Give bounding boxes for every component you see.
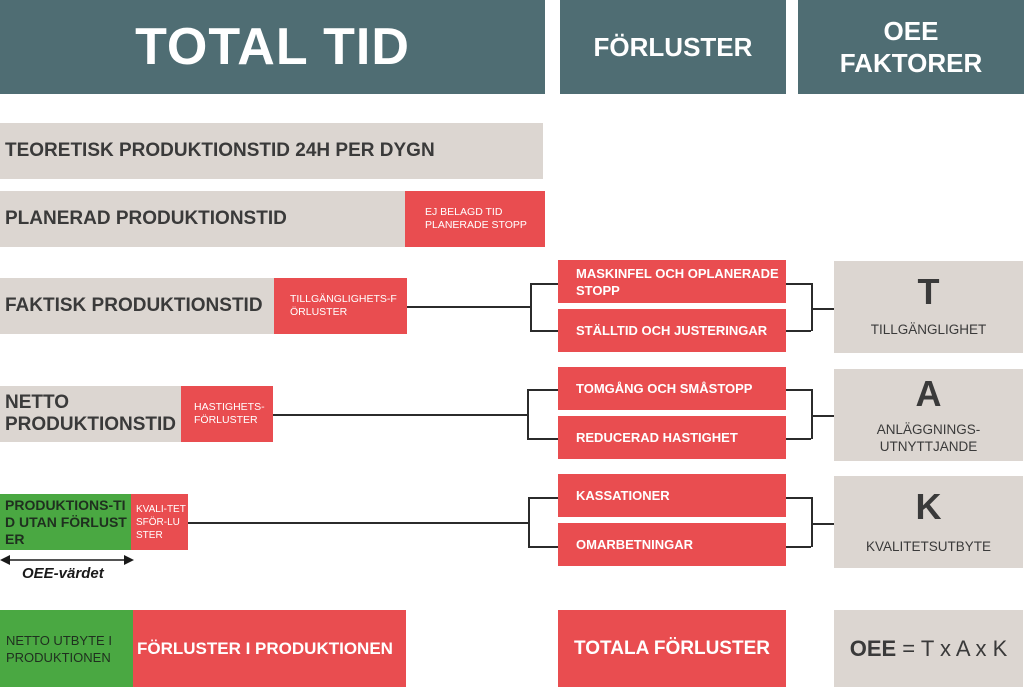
produktionstid-utan-forluster-bar: PRODUKTIONS-TID UTAN FÖRLUSTER <box>0 494 131 550</box>
connector-line <box>530 330 558 332</box>
oee-formula-box: OEE = T x A x K <box>834 610 1023 687</box>
oee-formula-label: OEE <box>849 635 897 661</box>
connector-line <box>527 389 529 439</box>
netto-produktionstid-bar: NETTO PRODUKTIONSTID <box>0 386 181 442</box>
faktisk-produktionstid-bar: FAKTISK PRODUKTIONSTID <box>0 278 274 334</box>
connector-line <box>811 283 813 331</box>
tillganglighetsforluster-box: TILLGÄNGLIGHETS-FÖRLUSTER <box>274 278 407 334</box>
netto-utbyte-bar: NETTO UTBYTE I PRODUKTIONEN <box>0 610 133 687</box>
factor-t-letter: T <box>917 271 940 312</box>
connector-line <box>786 330 811 332</box>
factor-a-letter: A <box>915 373 942 414</box>
omarbetningar-box: OMARBETNINGAR <box>558 523 786 566</box>
hastighetsforluster-box: HASTIGHETS-FÖRLUSTER <box>181 386 273 442</box>
header-forluster: FÖRLUSTER <box>560 0 786 94</box>
factor-k-name: KVALITETSUTBYTE <box>865 539 992 554</box>
connector-line <box>811 497 813 547</box>
connector-line <box>811 523 834 525</box>
oee-value-arrow <box>0 555 134 565</box>
tomgang-box: TOMGÅNG OCH SMÅSTOPP <box>558 367 786 410</box>
connector-line <box>528 497 530 547</box>
connector-line <box>786 546 811 548</box>
connector-line <box>527 438 558 440</box>
maskinfel-box: MASKINFEL OCH OPLANERADE STOPP <box>558 260 786 303</box>
header-oee-faktorer: OEE FAKTORER <box>798 0 1024 94</box>
connector-line <box>811 415 834 417</box>
connector-line <box>811 389 813 439</box>
kvalitetsforluster-box: KVALI-TETSFÖR-LUSTER <box>131 494 188 550</box>
connector-line <box>786 283 811 285</box>
connector-line <box>273 414 527 416</box>
factor-a-box: A ANLÄGGNINGS-UTNYTTJANDE <box>834 369 1023 461</box>
connector-line <box>188 522 528 524</box>
factor-a-name: ANLÄGGNINGS-UTNYTTJANDE <box>876 422 981 454</box>
factor-t-name: TILLGÄNGLIGHET <box>870 322 987 337</box>
connector-line <box>786 389 811 391</box>
planerad-produktionstid-bar: PLANERAD PRODUKTIONSTID <box>0 191 405 247</box>
reducerad-hastighet-box: REDUCERAD HASTIGHET <box>558 416 786 459</box>
planerade-stopp-box: EJ BELAGD TID PLANERADE STOPP <box>405 191 545 247</box>
connector-line <box>786 497 811 499</box>
oee-value-label: OEE-värdet <box>22 565 104 582</box>
factor-k-letter: K <box>915 486 942 527</box>
teoretisk-produktionstid-bar: TEORETISK PRODUKTIONSTID 24H PER DYGN <box>0 123 543 179</box>
connector-line <box>530 283 532 330</box>
header-total-tid: TOTAL TID <box>0 0 545 94</box>
kassationer-box: KASSATIONER <box>558 474 786 517</box>
connector-line <box>528 546 558 548</box>
connector-line <box>527 389 558 391</box>
connector-line <box>786 438 811 440</box>
connector-line <box>811 308 834 310</box>
oee-formula-expression: = T x A x K <box>896 635 1008 661</box>
factor-k-box: K KVALITETSUTBYTE <box>834 476 1023 568</box>
forluster-i-produktionen-bar: FÖRLUSTER I PRODUKTIONEN <box>133 610 406 687</box>
connector-line <box>528 497 558 499</box>
connector-line <box>407 306 530 308</box>
stalltid-box: STÄLLTID OCH JUSTERINGAR <box>558 309 786 352</box>
connector-line <box>530 283 558 285</box>
totala-forluster-box: TOTALA FÖRLUSTER <box>558 610 786 687</box>
factor-t-box: T TILLGÄNGLIGHET <box>834 261 1023 353</box>
